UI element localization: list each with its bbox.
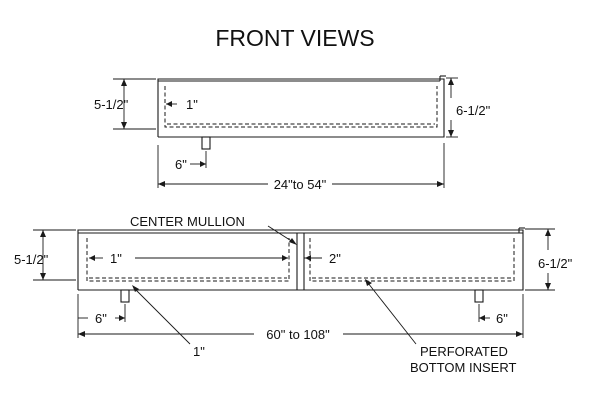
top-height-left-dimension (113, 78, 156, 130)
center-mullion-label: CENTER MULLION (130, 214, 245, 229)
bottom-tray-leg-right (474, 289, 484, 303)
wall-thickness-leader (132, 285, 191, 345)
top-height-right-label: 6-1/2" (456, 103, 491, 118)
top-tray-body (157, 75, 446, 138)
left-compartment-liner (86, 238, 290, 282)
bottom-height-right-dimension (525, 228, 555, 291)
bottom-width-label: 60" to 108" (266, 327, 330, 342)
bottom-width-dimension (77, 322, 524, 338)
mullion-gap-label: 2" (329, 251, 341, 266)
bottom-leg-offset-right-dimension (478, 294, 524, 322)
top-inner-offset-dimension (166, 101, 177, 107)
bottom-tray-leg-left (120, 289, 130, 303)
bottom-inner-offset-label: 1" (110, 251, 122, 266)
top-height-left-label: 5-1/2" (94, 97, 129, 112)
bottom-leg-offset-right-label: 6" (496, 311, 508, 326)
top-inner-offset-label: 1" (186, 97, 198, 112)
top-leg-offset-dimension (157, 145, 207, 168)
bottom-tray-body (77, 227, 525, 291)
center-mullion (296, 233, 305, 290)
drawing-title: FRONT VIEWS (215, 25, 374, 51)
mullion-gap-dimension (304, 255, 322, 261)
bottom-height-left-dimension (33, 229, 76, 281)
bottom-height-right-label: 6-1/2" (538, 256, 573, 271)
perforated-insert-label-line2: BOTTOM INSERT (410, 360, 516, 375)
top-tray-leg (201, 136, 211, 150)
bottom-front-view: CENTER MULLION 5-1/2" 1" 2" (14, 214, 573, 375)
perforated-insert-leader (365, 279, 417, 345)
wall-thickness-label: 1" (193, 344, 205, 359)
bottom-leg-offset-left-label: 6" (95, 311, 107, 326)
top-height-right-dimension (446, 77, 458, 138)
bottom-leg-offset-left-dimension (77, 294, 126, 322)
center-mullion-leader (267, 225, 297, 245)
top-front-view: 5-1/2" 1" 6-1/2" 6" (94, 75, 491, 192)
perforated-insert-label-line1: PERFORATED (420, 344, 508, 359)
top-width-label: 24"to 54" (274, 177, 327, 192)
top-leg-offset-label: 6" (175, 157, 187, 172)
top-width-dimension (157, 143, 445, 188)
bottom-height-left-label: 5-1/2" (14, 252, 49, 267)
bottom-inner-offset-dimension (89, 255, 288, 261)
top-inner-liner (164, 86, 438, 128)
